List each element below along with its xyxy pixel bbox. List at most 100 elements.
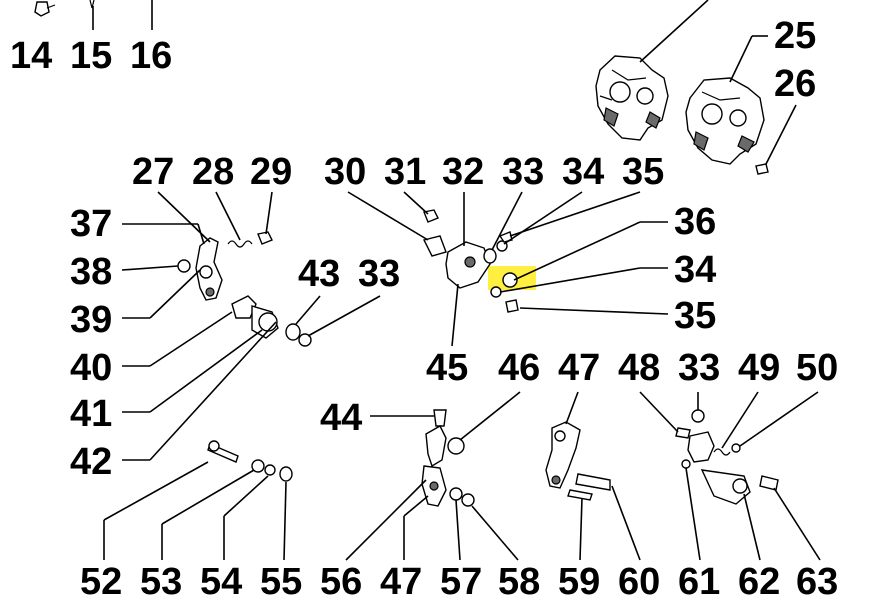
part-30-pivot [422, 235, 447, 257]
part-15-pin [89, 0, 95, 9]
callout-42: 42 [70, 441, 112, 483]
leader-34a [503, 191, 583, 245]
callout-57: 57 [440, 561, 482, 603]
callout-49: 49 [738, 347, 780, 389]
leader-37-b [197, 223, 205, 245]
leader-36-b [513, 221, 641, 281]
part-62-cam [687, 431, 751, 505]
leader-29 [265, 191, 273, 235]
part-46-bushing [447, 437, 465, 455]
callout-53: 53 [140, 561, 182, 603]
leader-43 [295, 295, 321, 325]
callout-59: 59 [558, 561, 600, 603]
callout-14: 14 [10, 35, 52, 77]
callout-38: 38 [70, 251, 112, 293]
callout-29: 29 [250, 151, 292, 193]
leader-55 [283, 481, 287, 561]
part-40-shaft [231, 295, 279, 339]
leader-56 [345, 479, 427, 561]
callout-32: 32 [442, 151, 484, 193]
part-35-screw-top [498, 231, 513, 243]
part-35-screw-bottom [505, 299, 519, 313]
callout-61: 61 [678, 561, 720, 603]
callout-43: 43 [298, 253, 340, 295]
leader-49 [721, 391, 759, 449]
part-caliper-left [595, 55, 669, 141]
leader-33b [307, 295, 381, 337]
leader-39-b [149, 269, 201, 319]
leader-60 [611, 485, 641, 561]
leader-35a [509, 191, 641, 237]
callout-47-bottom: 47 [380, 561, 422, 603]
callout-33-top: 33 [502, 151, 544, 193]
leader-47a [565, 391, 579, 425]
callout-27: 27 [132, 151, 174, 193]
leader-46 [459, 391, 521, 441]
part-44-bolt [433, 409, 447, 427]
part-43-bushing [285, 323, 301, 341]
leader-47b-b [403, 495, 429, 517]
part-52-pin [207, 440, 239, 463]
leader-59 [579, 497, 583, 561]
part-14-screw [34, 1, 56, 17]
leader-50 [739, 391, 819, 447]
part-29-screw [257, 231, 273, 245]
callout-44: 44 [320, 397, 362, 439]
callout-34-top: 34 [562, 151, 604, 193]
callout-33-right: 33 [678, 347, 720, 389]
leader-40-b [149, 311, 233, 367]
leader-38 [121, 265, 179, 271]
part-54-washer [264, 464, 276, 476]
leader-54-b [223, 475, 269, 517]
callout-62: 62 [738, 561, 780, 603]
callout-48: 48 [618, 347, 660, 389]
callout-58: 58 [498, 561, 540, 603]
callout-30: 30 [324, 151, 366, 193]
part-56-bracket [421, 425, 447, 507]
callout-31: 31 [384, 151, 426, 193]
leader-31 [403, 191, 429, 215]
part-33-nut-left [298, 333, 312, 347]
leader-33a [491, 191, 523, 251]
callout-56: 56 [320, 561, 362, 603]
callout-54: 54 [200, 561, 242, 603]
callout-52: 52 [80, 561, 122, 603]
callout-28: 28 [192, 151, 234, 193]
callout-37: 37 [70, 203, 112, 245]
leader-45 [451, 283, 459, 347]
part-32-plate [445, 241, 491, 289]
leader-42-b [149, 321, 277, 461]
callout-46: 46 [498, 347, 540, 389]
leader-41-b [149, 329, 263, 413]
part-48-screw [675, 427, 691, 439]
leader-63 [773, 487, 821, 561]
callout-33-left: 33 [358, 253, 400, 295]
leader-30 [347, 191, 429, 241]
part-49-spring [713, 448, 731, 456]
leader-48 [639, 391, 679, 433]
callout-47-top: 47 [558, 347, 600, 389]
callout-16: 16 [130, 35, 172, 77]
leader-27 [157, 191, 211, 243]
part-37-lever [195, 237, 223, 301]
part-50-ring [731, 443, 741, 453]
part-57-washer [449, 487, 463, 501]
leader-61 [685, 467, 701, 561]
callout-35-top: 35 [622, 151, 664, 193]
leader-35b [519, 307, 669, 315]
callout-50: 50 [796, 347, 838, 389]
leader-52-b [103, 461, 209, 521]
leader-26 [763, 104, 797, 169]
callout-60: 60 [618, 561, 660, 603]
part-58-nut [461, 493, 475, 507]
part-caliper-right [685, 77, 765, 165]
leader-caliper-top [639, 0, 709, 63]
part-36-nut [502, 272, 518, 288]
part-53-washer [251, 459, 265, 473]
callout-63: 63 [796, 561, 838, 603]
leader-25 [729, 35, 753, 83]
part-61-washer [681, 459, 691, 469]
callout-35-mid: 35 [674, 295, 716, 337]
part-59-pin [567, 489, 593, 501]
